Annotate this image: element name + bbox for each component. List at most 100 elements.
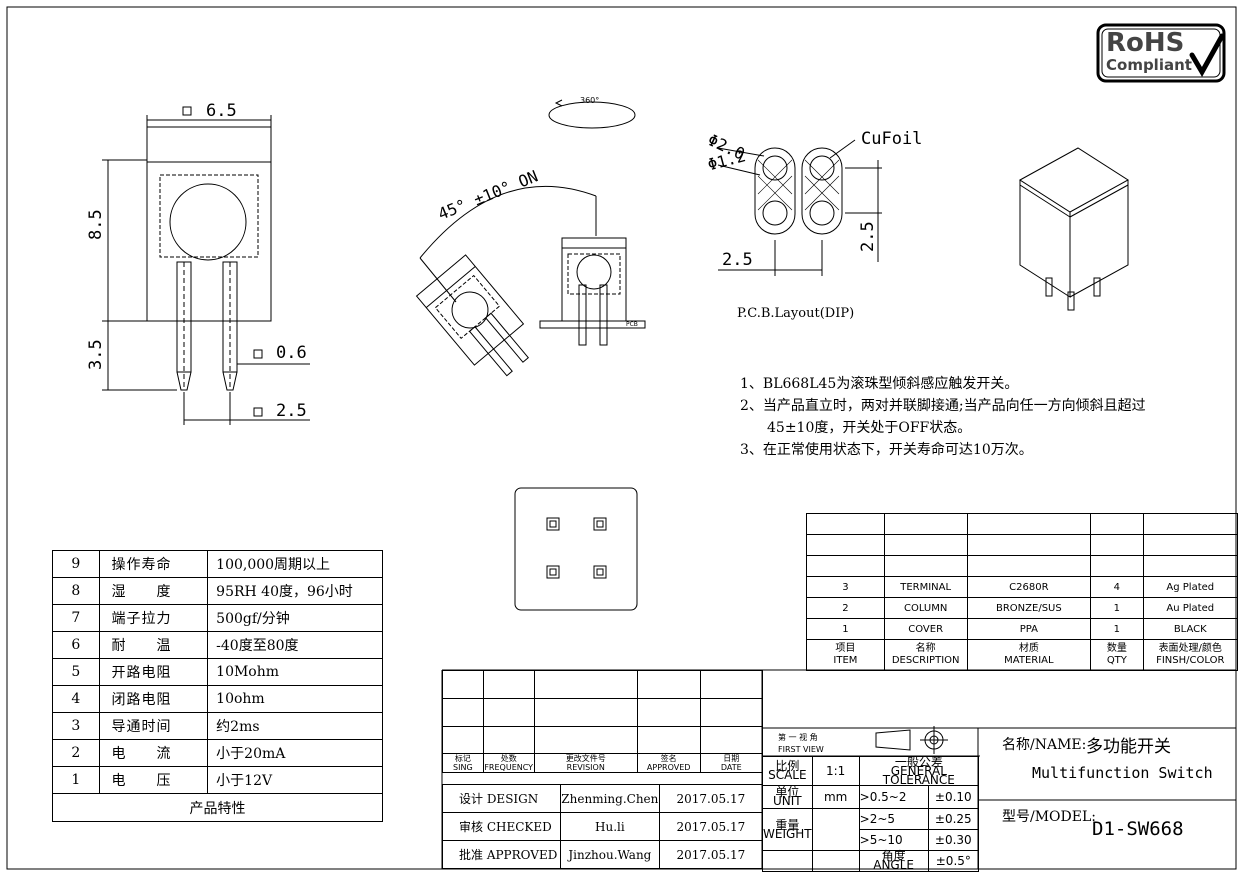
- tol-angle-value: ±0.5°: [927, 850, 980, 872]
- tol-range-2: >2~5: [858, 808, 929, 830]
- checkmark-icon: [1189, 33, 1225, 78]
- projection-cn: 第 一 视 角: [778, 733, 818, 742]
- bom-item: 2: [806, 597, 885, 619]
- spec-no: 6: [52, 631, 100, 659]
- spec-value: 100,000周期以上: [207, 550, 383, 578]
- bom-material: BRONZE/SUS: [966, 597, 1092, 619]
- model-value: D1-SW668: [1092, 818, 1184, 840]
- spec-value: 10ohm: [207, 685, 383, 713]
- rohs-badge: [1096, 23, 1226, 83]
- pcb-layout-label: P.C.B.Layout(DIP): [737, 306, 855, 321]
- bom-desc: COLUMN: [883, 597, 968, 619]
- tol-value-2: ±0.25: [927, 808, 980, 830]
- spec-no: 9: [52, 550, 100, 578]
- spec-no: 2: [52, 739, 100, 767]
- pcb-pitch-x: 2.5: [722, 250, 753, 270]
- rotation-label: 360°: [580, 96, 600, 105]
- iso-view: [1019, 147, 1129, 311]
- spec-item: 耐 温: [98, 631, 209, 659]
- signoff-name: Jinzhou.Wang: [559, 840, 660, 869]
- tol-range-1: >0.5~2: [858, 785, 929, 809]
- tol-value-1: ±0.10: [927, 785, 980, 809]
- signoff-date: 2017.05.17: [658, 840, 764, 869]
- spec-no: 4: [52, 685, 100, 713]
- bom-finish: Au Plated: [1142, 597, 1239, 619]
- bom-material: PPA: [966, 618, 1092, 640]
- drawing-border: [6, 6, 1237, 870]
- spec-value: 95RH 40度，96小时: [207, 577, 383, 605]
- note-1: 1、BL668L45为滚珠型倾斜感应触发开关。: [740, 376, 1019, 392]
- signoff-role: 设计 DESIGN: [442, 784, 561, 813]
- name-label: 名称/NAME:: [1002, 737, 1087, 753]
- signoff-name: Hu.li: [559, 812, 660, 841]
- spec-no: 5: [52, 658, 100, 686]
- tol-range-3: >5~10: [858, 829, 929, 851]
- spec-item: 导通时间: [98, 712, 209, 740]
- signoff-role: 审核 CHECKED: [442, 812, 561, 841]
- spec-item: 电 压: [98, 766, 209, 794]
- bom-desc: COVER: [883, 618, 968, 640]
- spec-value: -40度至80度: [207, 631, 383, 659]
- spec-no: 1: [52, 766, 100, 794]
- rohs-logo-line2: Compliant: [1106, 56, 1192, 74]
- signoff-date: 2017.05.17: [658, 784, 764, 813]
- specs-footer: 产品特性: [52, 793, 383, 822]
- front-view: [102, 106, 310, 425]
- name-en: Multifunction Switch: [1032, 764, 1213, 782]
- dim-pin-pitch: 2.5: [276, 401, 307, 421]
- spec-item: 开路电阻: [98, 658, 209, 686]
- spec-no: 8: [52, 577, 100, 605]
- note-2b: 45±10度，开关处于OFF状态。: [767, 420, 972, 436]
- cufoil-label: CuFoil: [861, 129, 923, 149]
- pcb-layout: [717, 139, 882, 276]
- bom-item: 3: [806, 576, 885, 598]
- scale-value: 1:1: [811, 756, 860, 786]
- signoff-name: Zhenming.Chen: [559, 784, 660, 813]
- bom-desc: TERMINAL: [883, 576, 968, 598]
- unit-value: mm: [811, 785, 860, 809]
- pcb-pitch-y: 2.5: [858, 221, 878, 252]
- signoff-role: 批准 APPROVED: [442, 840, 561, 869]
- spec-value: 小于12V: [207, 766, 383, 794]
- spec-item: 端子拉力: [98, 604, 209, 632]
- upright-view: [539, 237, 646, 346]
- spec-item: 电 流: [98, 739, 209, 767]
- spec-no: 7: [52, 604, 100, 632]
- bom-qty: 4: [1090, 576, 1144, 598]
- spec-value: 500gf/分钟: [207, 604, 383, 632]
- spec-value: 约2ms: [207, 712, 383, 740]
- name-cn: 多功能开关: [1086, 737, 1171, 757]
- spec-value: 小于20mA: [207, 739, 383, 767]
- bom-material: C2680R: [966, 576, 1092, 598]
- bom-finish: BLACK: [1142, 618, 1239, 640]
- spec-item: 湿 度: [98, 577, 209, 605]
- spec-item: 闭路电阻: [98, 685, 209, 713]
- tol-value-3: ±0.30: [927, 829, 980, 851]
- bottom-view: [514, 487, 638, 611]
